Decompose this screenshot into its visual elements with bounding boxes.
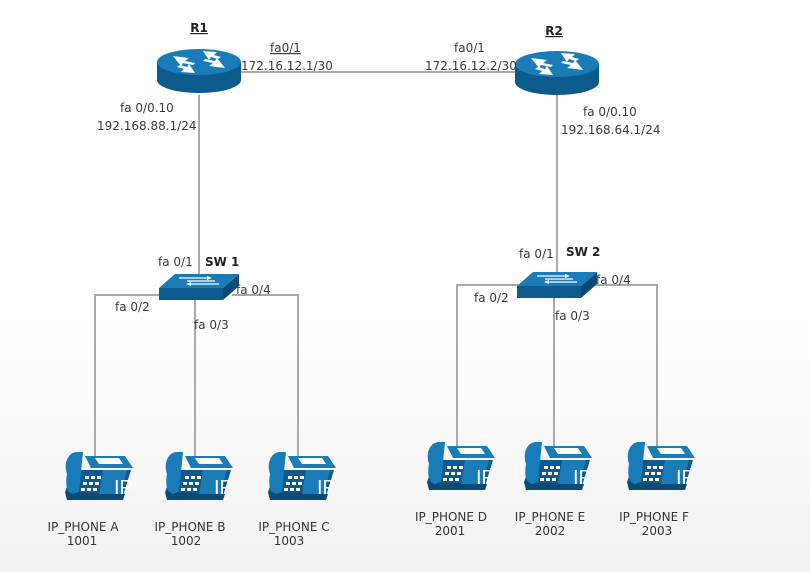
phone-e-name: IP_PHONE E: [515, 510, 585, 524]
phone-c-ext: 1003: [274, 534, 305, 548]
router-icon[interactable]: [515, 51, 599, 95]
phone-d-ext: 2001: [435, 524, 466, 538]
link-sw2-phone-d: [456, 284, 519, 452]
switch-sw2-name: SW 2: [566, 245, 600, 259]
sw2-port-uplink: fa 0/1: [519, 247, 554, 261]
phone-c-name: IP_PHONE C: [258, 520, 329, 534]
sw1-port-2: fa 0/2: [115, 300, 150, 314]
switch-icon[interactable]: [158, 273, 240, 301]
phone-b-ip-text: IP: [214, 477, 233, 499]
switch-sw1-name: SW 1: [205, 255, 239, 269]
sw1-port-4: fa 0/4: [236, 283, 271, 297]
phone-a-name: IP_PHONE A: [47, 520, 119, 534]
switch-icon[interactable]: [516, 271, 598, 299]
link-sw1-phone-a: [94, 294, 165, 462]
link-sw2-phone-f: [590, 284, 658, 452]
r1-wan-interface: fa0/1: [270, 41, 301, 55]
sw2-port-4: fa 0/4: [596, 273, 631, 287]
phone-e-ip-text: IP: [573, 467, 592, 489]
sw2-port-2: fa 0/2: [474, 291, 509, 305]
phone-d-ip-text: IP: [476, 467, 495, 489]
router-r2-name: R2: [545, 24, 563, 38]
phone-c-ip-text: IP: [317, 477, 336, 499]
r2-lan-interface: fa 0/0.10: [583, 105, 637, 119]
link-sw1-phone-c: [232, 294, 299, 462]
r2-lan-ip: 192.168.64.1/24: [561, 123, 660, 137]
r1-lan-ip: 192.168.88.1/24: [97, 119, 196, 133]
router-icon[interactable]: [157, 49, 241, 93]
r2-wan-interface: fa0/1: [454, 41, 485, 55]
sw1-port-uplink: fa 0/1: [158, 255, 193, 269]
sw2-port-3: fa 0/3: [555, 309, 590, 323]
phone-b-ext: 1002: [171, 534, 202, 548]
phone-f-ext: 2003: [642, 524, 673, 538]
r1-lan-interface: fa 0/0.10: [120, 101, 174, 115]
links: [94, 71, 658, 462]
phone-b-name: IP_PHONE B: [154, 520, 225, 534]
phone-a-ip-text: IP: [114, 477, 133, 499]
sw1-port-3: fa 0/3: [194, 318, 229, 332]
phone-a-ext: 1001: [67, 534, 98, 548]
phone-e-ext: 2002: [535, 524, 566, 538]
r2-wan-ip: 172.16.12.2/30: [425, 59, 517, 73]
phone-f-ip-text: IP: [676, 467, 695, 489]
r1-wan-ip: 172.16.12.1/30: [241, 59, 333, 73]
phone-d-name: IP_PHONE D: [415, 510, 487, 524]
router-r1-name: R1: [190, 21, 208, 35]
phone-f-name: IP_PHONE F: [619, 510, 689, 524]
